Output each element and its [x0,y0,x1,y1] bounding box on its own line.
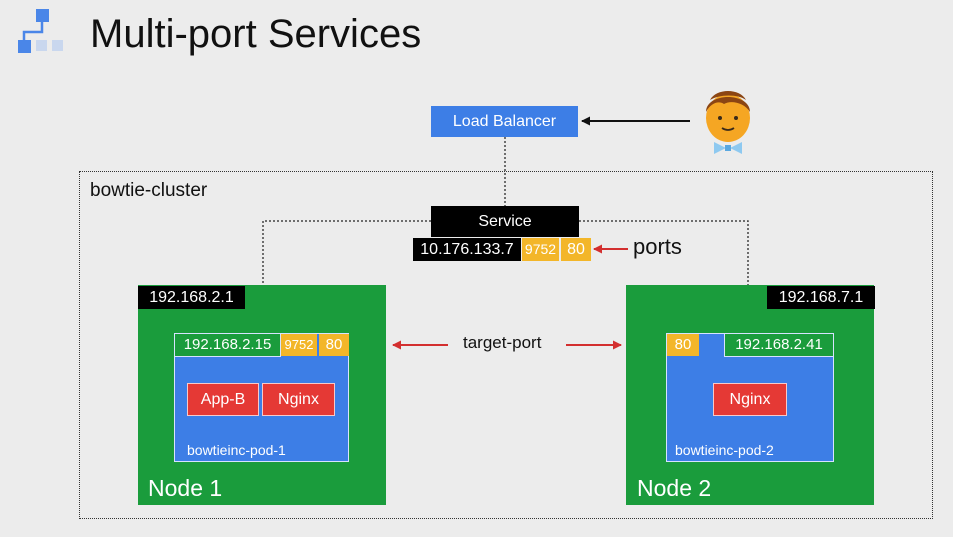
cluster-boundary [79,171,933,519]
service-to-node2-line [579,220,749,286]
pod-2-target-port: 80 [667,334,699,356]
ports-annotation: ports [633,234,682,259]
service-target-port: 80 [561,238,591,261]
node-2-label: Node 2 [637,475,712,501]
pod-1-label: bowtieinc-pod-1 [187,442,286,458]
page-title: Multi-port Services [90,12,422,56]
cluster-label: bowtie-cluster [90,180,208,201]
service-to-node1-line [262,220,431,286]
node-1-label: Node 1 [148,475,223,501]
pod-2-label: bowtieinc-pod-2 [675,442,774,458]
service-port: 9752 [522,238,559,261]
user-avatar-icon [700,86,756,158]
pod-1-ip: 192.168.2.15 [174,333,281,357]
node-2-ip: 192.168.7.1 [767,286,875,309]
service-box: Service [431,206,579,237]
container-nginx-1: Nginx [262,383,335,416]
pod-1-target-port: 80 [319,334,349,356]
target-port-annotation: target-port [463,333,542,352]
pod-1-port: 9752 [281,334,317,356]
load-balancer-box: Load Balancer [431,106,578,137]
container-nginx-2: Nginx [713,383,787,416]
service-ip: 10.176.133.7 [413,238,521,261]
pod-2-ip: 192.168.2.41 [724,333,834,357]
container-app-b: App-B [187,383,259,416]
network-diagram-icon [14,6,66,54]
node-1-ip: 192.168.2.1 [138,286,245,309]
